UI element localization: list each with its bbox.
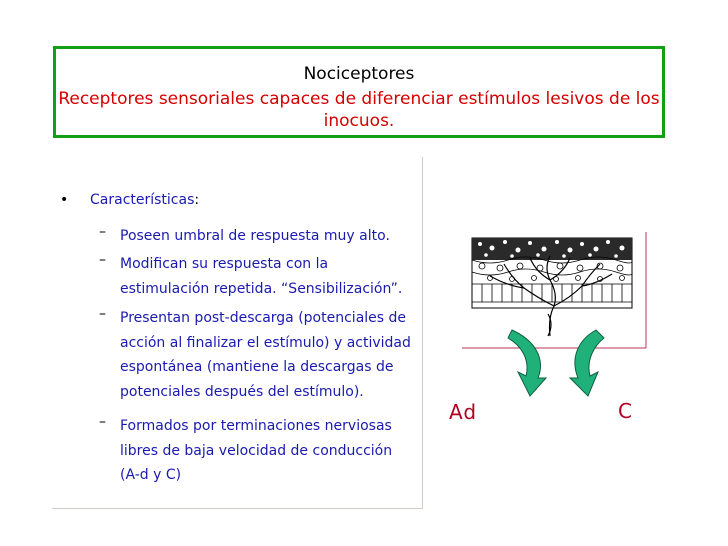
slide-title: Nociceptores bbox=[303, 64, 415, 84]
sub-item-2: Modifican su respuesta con la estimulaci… bbox=[120, 256, 403, 297]
arrow-ad-icon bbox=[507, 329, 548, 397]
nociceptor-diagram bbox=[462, 232, 647, 397]
sub-item-1: Poseen umbral de respuesta muy alto. bbox=[120, 228, 390, 244]
fiber-label-ad: Ad bbox=[449, 400, 478, 424]
dash-2: – bbox=[99, 252, 106, 268]
dash-1: – bbox=[99, 224, 106, 240]
sub-item-4: Formados por terminaciones nerviosas lib… bbox=[120, 418, 393, 483]
title-box: Nociceptores Receptores sensoriales capa… bbox=[53, 46, 665, 138]
skin-tissue-illustration bbox=[471, 237, 633, 337]
bullet-heading-text: Características bbox=[90, 192, 195, 208]
slide-subtitle: Receptores sensoriales capaces de difere… bbox=[58, 89, 660, 131]
bullet-heading: Características: bbox=[90, 192, 199, 208]
sub-item-3: Presentan post-descarga (potenciales de … bbox=[120, 310, 411, 400]
content-box bbox=[52, 157, 423, 509]
arrow-c-icon bbox=[568, 329, 605, 397]
dash-3: – bbox=[99, 306, 106, 322]
fiber-label-c: C bbox=[618, 399, 632, 423]
bullet-symbol: • bbox=[60, 192, 69, 208]
bullet-heading-colon: : bbox=[194, 192, 200, 208]
dash-4: – bbox=[99, 414, 106, 430]
